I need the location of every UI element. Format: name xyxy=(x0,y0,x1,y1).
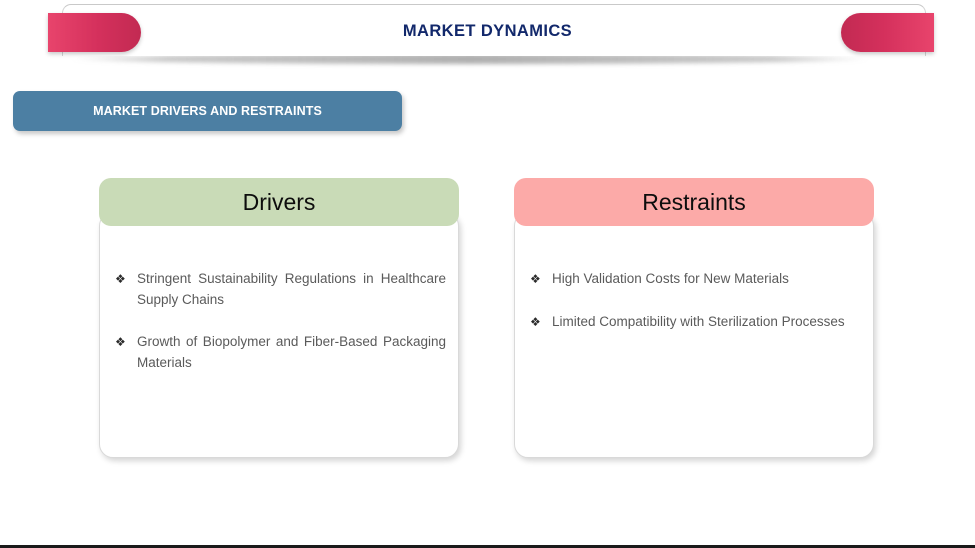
ribbon-white-panel xyxy=(62,4,926,56)
list-item: ❖ Stringent Sustainability Regulations i… xyxy=(112,269,446,310)
bullet-list-restraints: ❖ High Validation Costs for New Material… xyxy=(527,269,861,332)
section-banner: MARKET DRIVERS AND RESTRAINTS xyxy=(13,91,402,131)
list-item: ❖ Growth of Biopolymer and Fiber-Based P… xyxy=(112,332,446,373)
diamond-bullet-icon: ❖ xyxy=(115,335,126,349)
card-title-drivers: Drivers xyxy=(242,188,316,215)
header-ribbon: MARKET DYNAMICS xyxy=(0,0,975,78)
list-item: ❖ Limited Compatibility with Sterilizati… xyxy=(527,312,861,333)
ribbon-shadow xyxy=(70,54,870,64)
card-title-restraints: Restraints xyxy=(642,188,746,215)
card-restraints: Restraints ❖ High Validation Costs for N… xyxy=(514,178,874,458)
card-drivers: Drivers ❖ Stringent Sustainability Regul… xyxy=(99,178,459,458)
card-header-restraints: Restraints xyxy=(514,178,874,226)
page-title: MARKET DYNAMICS xyxy=(402,22,573,40)
card-header-drivers: Drivers xyxy=(99,178,459,226)
bullet-text: Stringent Sustainability Regulations in … xyxy=(137,271,446,307)
card-body-restraints: ❖ High Validation Costs for New Material… xyxy=(514,212,874,458)
bullet-text: High Validation Costs for New Materials xyxy=(552,271,789,286)
diamond-bullet-icon: ❖ xyxy=(115,272,126,286)
ribbon-tab-left-decoration xyxy=(48,13,141,52)
bullet-text: Limited Compatibility with Sterilization… xyxy=(552,313,845,329)
ribbon-tab-right-decoration xyxy=(841,13,934,52)
section-banner-label: MARKET DRIVERS AND RESTRAINTS xyxy=(93,104,322,118)
list-item: ❖ High Validation Costs for New Material… xyxy=(527,269,861,290)
diamond-bullet-icon: ❖ xyxy=(530,272,541,286)
bullet-text: Growth of Biopolymer and Fiber-Based Pac… xyxy=(137,334,446,370)
card-body-drivers: ❖ Stringent Sustainability Regulations i… xyxy=(99,212,459,458)
diamond-bullet-icon: ❖ xyxy=(530,314,541,329)
bullet-list-drivers: ❖ Stringent Sustainability Regulations i… xyxy=(112,269,446,373)
